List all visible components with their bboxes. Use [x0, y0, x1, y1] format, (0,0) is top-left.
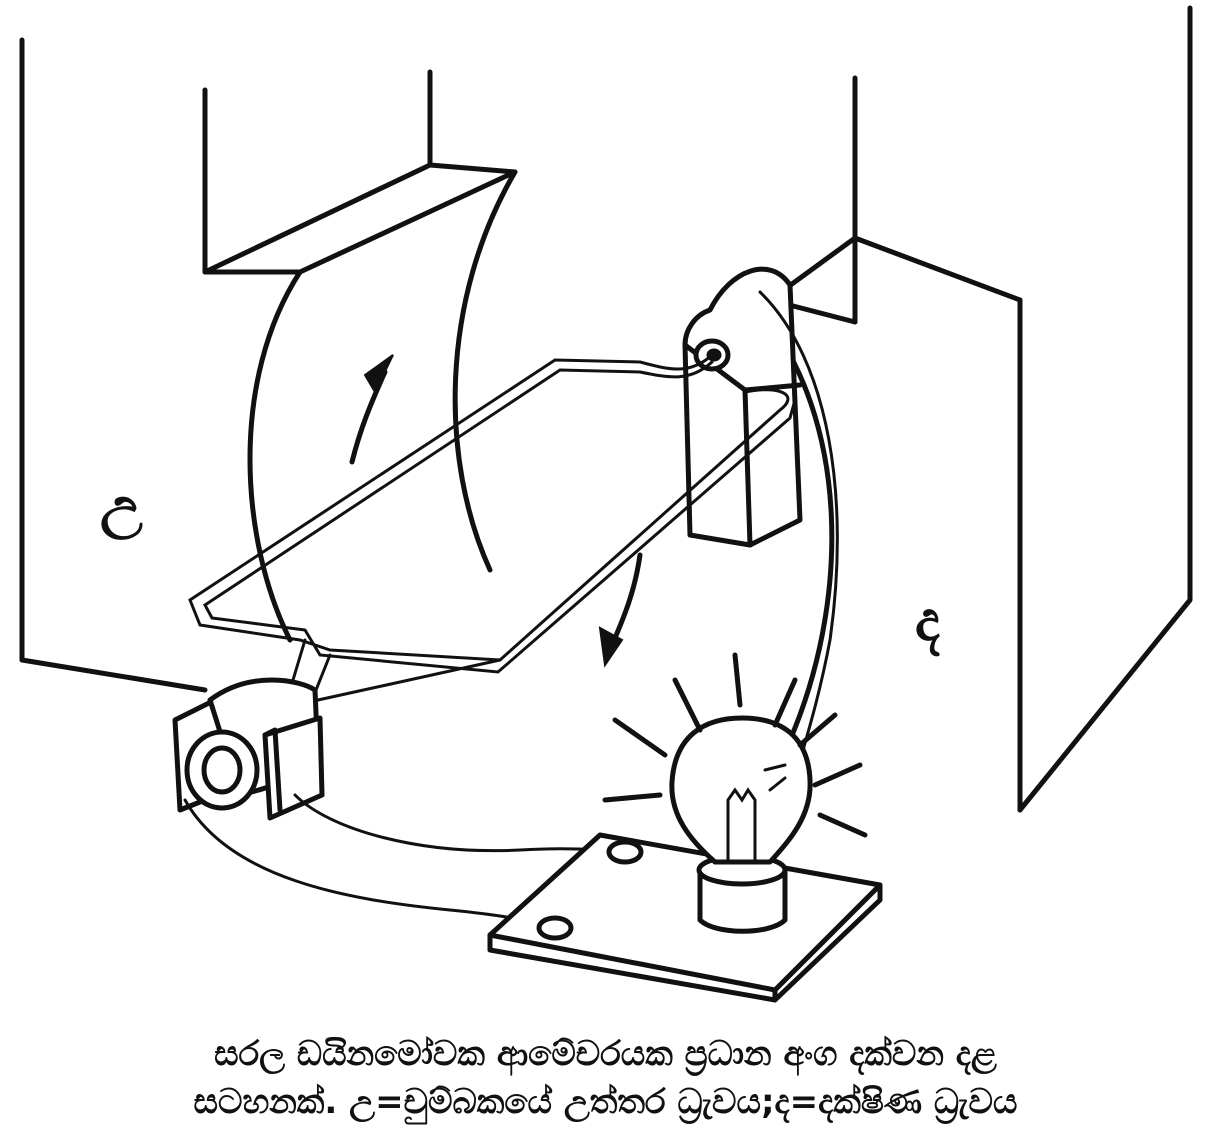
rotation-arrows	[349, 354, 643, 668]
light-bulb	[669, 715, 813, 934]
terminal-screw-1	[606, 839, 644, 865]
south-pole-label: ද	[915, 588, 940, 656]
caption-line-1: සරල ඩයිනමෝවක ආමේචරයක ප්‍රධාන අංග දක්වන ද…	[214, 1034, 997, 1074]
armature-coil	[188, 353, 797, 702]
lamp-base	[487, 832, 883, 1003]
south-pole-magnet: ද	[757, 5, 1193, 813]
north-pole-face	[247, 269, 303, 643]
caption-line-2: සටහනක්. උ=චුම්බකයේ උත්තර ධ්‍රැවය;ද=දක්ෂි…	[193, 1082, 1018, 1122]
light-rays	[602, 652, 868, 838]
figure-caption: සරල ඩයිනමෝවක ආමේචරයක ප්‍රධාන අංග දක්වන ද…	[20, 1030, 1191, 1126]
axle-bearing	[682, 266, 803, 548]
dynamo-armature-diagram: උ ද	[19, 5, 1193, 1003]
terminal-screw-2	[536, 915, 574, 941]
north-pole-magnet: උ	[19, 37, 518, 693]
commutator	[172, 677, 325, 821]
north-pole-label: උ	[100, 473, 143, 540]
